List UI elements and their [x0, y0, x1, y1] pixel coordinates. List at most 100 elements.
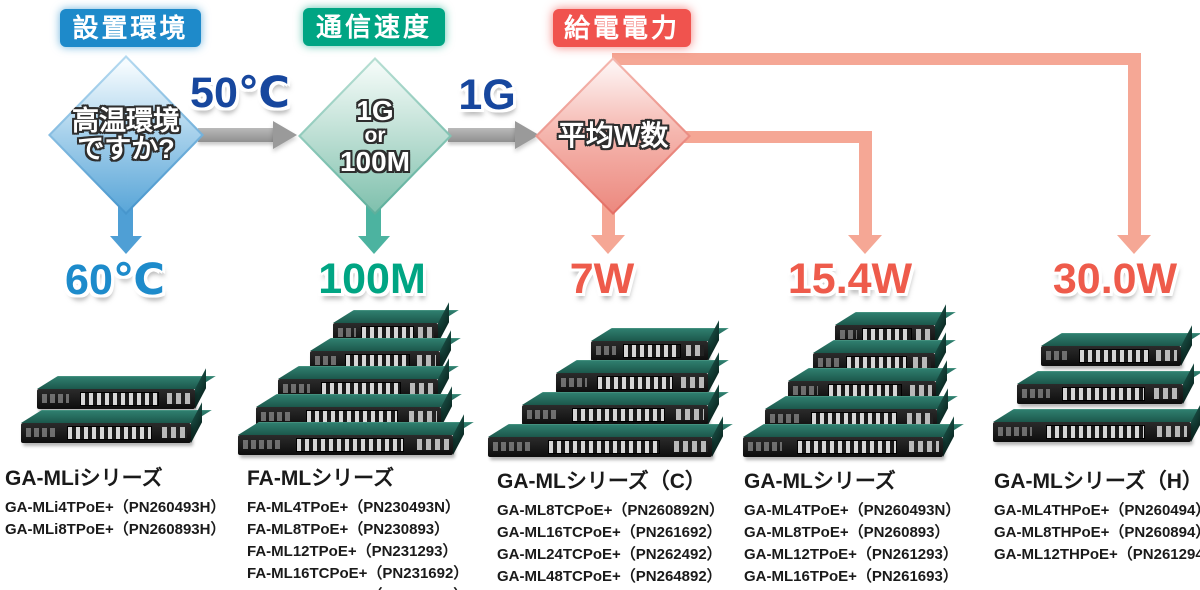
switch-ports — [572, 408, 666, 422]
switch-top-face — [522, 392, 729, 405]
model-item: GA-MLi8TPoE+（PN260893H） — [5, 521, 226, 538]
switch-top-face — [765, 396, 958, 409]
switch-ports — [1078, 349, 1149, 363]
switch-side-face — [943, 416, 954, 457]
switch-logo-area — [561, 378, 587, 387]
switch-top-face — [1041, 333, 1200, 346]
switch-top-face — [993, 409, 1200, 422]
switch-unit — [1017, 363, 1200, 404]
question-line: 1G — [356, 94, 394, 126]
switch-uplink-ports — [416, 355, 436, 366]
model-list: GA-MLi4TPoE+（PN260493H） GA-MLi8TPoE+（PN26… — [5, 497, 240, 541]
arrow-head-30w — [1117, 235, 1151, 254]
switch-top-face — [310, 338, 461, 351]
switch-uplink-ports — [416, 439, 449, 450]
switch-top-face — [256, 394, 462, 407]
switch-ports — [1046, 425, 1146, 439]
switch-front-panel — [21, 423, 191, 443]
switch-front-panel — [591, 341, 708, 361]
switch-front-panel — [993, 422, 1191, 442]
switch-front-panel — [1017, 384, 1183, 404]
switch-side-face — [1181, 325, 1192, 366]
arrow-60c-shaft — [118, 205, 133, 236]
arrow-head-60c — [110, 236, 142, 254]
switch-uplink-ports — [167, 393, 191, 404]
switch-logo-area — [243, 440, 280, 449]
decision-diamond-speed: 1G or 100M — [298, 57, 452, 215]
model-item: GA-MLi4TPoE+（PN260493H） — [5, 499, 226, 516]
switch-uplink-ports — [674, 441, 708, 452]
category-label-environment: 設置環境 — [60, 9, 201, 47]
switch-logo-area — [1022, 389, 1051, 398]
arrow-head-100m — [358, 236, 390, 254]
switch-top-face — [37, 376, 216, 389]
switch-uplink-ports — [912, 357, 931, 368]
switch-uplink-ports — [410, 383, 434, 394]
switch-uplink-ports — [909, 385, 932, 396]
series-title: FA-MLシリーズ — [247, 467, 395, 490]
model-item: GA-ML48TCPoE+（PN264892） — [497, 568, 722, 585]
question-line: 高温環境 — [72, 105, 180, 136]
switch-uplink-ports — [409, 411, 437, 422]
switch-uplink-ports — [1156, 350, 1177, 361]
switch-logo-area — [261, 412, 293, 421]
decision-diamond-environment: 高温環境 ですか? — [48, 55, 204, 215]
switch-logo-area — [493, 442, 532, 451]
category-label-speed: 通信速度 — [303, 8, 445, 46]
product-group-ga-ml: GA-MLシリーズ GA-ML4TPoE+（PN260493N）GA-ML8TP… — [744, 465, 984, 590]
model-item: GA-ML24TCPoE+（PN262492） — [497, 546, 722, 563]
switch-top-face — [788, 368, 957, 381]
switch-unit — [488, 416, 733, 457]
switch-top-face — [743, 424, 964, 437]
switch-ports — [1061, 387, 1145, 401]
series-title: GA-MLiシリーズ — [5, 467, 163, 490]
switch-front-panel — [488, 437, 712, 457]
model-item: FA-ML16TCPoE+（PN231692） — [247, 565, 469, 582]
switch-unit — [522, 384, 729, 425]
switch-logo-area — [840, 330, 857, 339]
switch-logo-area — [315, 356, 338, 365]
switch-unit — [591, 320, 729, 361]
switch-top-face — [488, 424, 733, 437]
switch-side-face — [1191, 401, 1200, 442]
product-group-ga-ml-c: GA-MLシリーズ（C） GA-ML8TCPoE+（PN260892N）GA-M… — [497, 465, 742, 588]
decision-question-environment: 高温環境 ですか? — [48, 55, 204, 215]
switch-front-panel — [522, 405, 708, 425]
switch-unit — [556, 352, 729, 393]
branch-label-50c: 50℃ — [190, 69, 290, 117]
category-label-power: 給電電力 — [553, 9, 691, 47]
switch-stack-ga-ml — [743, 304, 964, 460]
outcome-30-0w: 30.0W — [1052, 255, 1178, 303]
model-item: GA-ML8THPoE+（PN260894） — [994, 524, 1200, 541]
series-title: GA-MLシリーズ（H） — [994, 470, 1200, 493]
model-item: GA-ML8TPoE+（PN260893） — [744, 524, 950, 541]
question-line: 平均W数 — [557, 120, 669, 152]
switch-unit — [37, 368, 216, 409]
outcome-60c: 60℃ — [65, 256, 165, 304]
arrow-1g-shaft — [448, 128, 516, 142]
switch-top-face — [21, 410, 212, 423]
switch-logo-area — [283, 384, 311, 393]
switch-ports — [622, 344, 682, 358]
switch-front-panel — [556, 373, 708, 393]
switch-logo-area — [596, 346, 616, 355]
switch-uplink-ports — [909, 441, 939, 452]
switch-side-face — [453, 414, 464, 455]
switch-top-face — [238, 422, 474, 435]
series-title: GA-MLシリーズ（C） — [497, 470, 706, 493]
switch-logo-area — [748, 442, 782, 451]
question-line: or — [364, 123, 386, 147]
model-item: GA-ML12TPoE+（PN261293） — [744, 546, 958, 563]
switch-unit — [1041, 325, 1200, 366]
switch-uplink-ports — [907, 413, 933, 424]
model-item: FA-ML12TPoE+（PN231293） — [247, 543, 458, 560]
switch-top-face — [1017, 371, 1200, 384]
switch-ports — [797, 440, 897, 454]
switch-uplink-ports — [418, 327, 434, 338]
decision-question-power: 平均W数 — [535, 57, 691, 215]
switch-stack-ga-mli — [15, 368, 216, 460]
switch-uplink-ports — [1154, 388, 1179, 399]
model-item: GA-ML16TCPoE+（PN261692） — [497, 524, 722, 541]
model-list: GA-ML4TPoE+（PN260493N）GA-ML8TPoE+（PN2608… — [744, 500, 984, 590]
switch-logo-area — [770, 414, 800, 423]
